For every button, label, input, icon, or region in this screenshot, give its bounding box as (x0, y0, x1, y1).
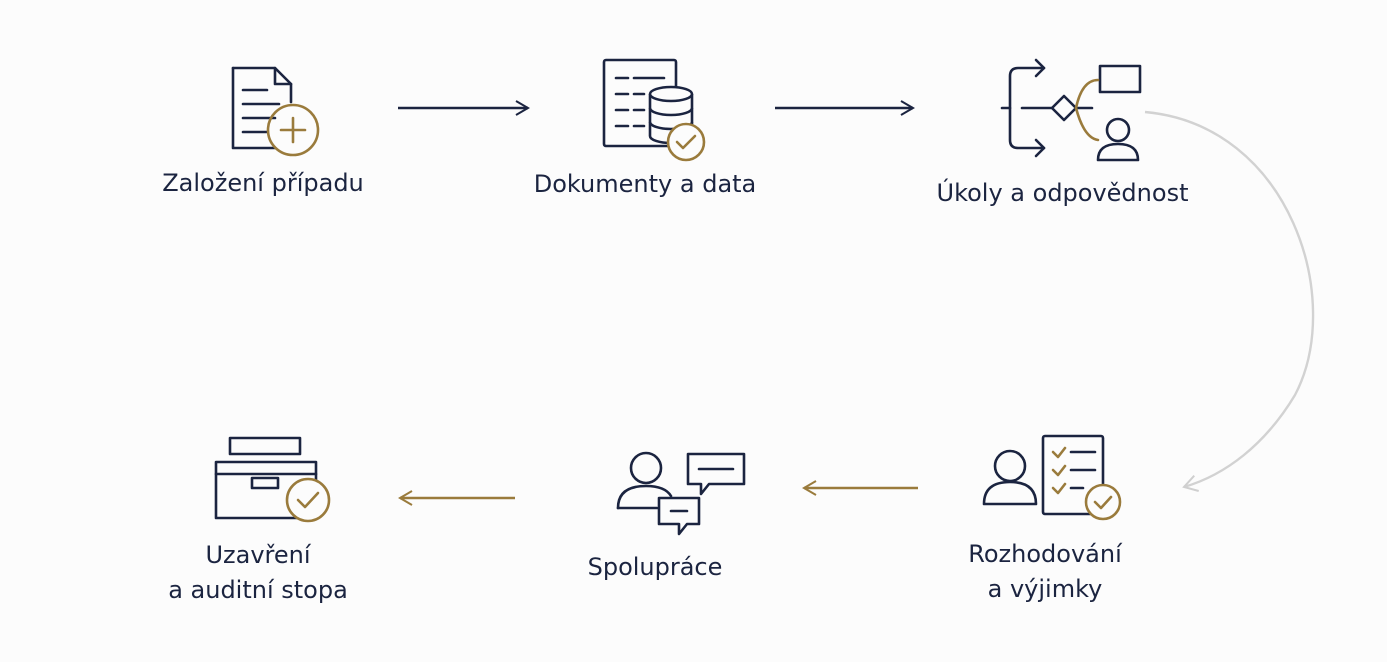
step-label-line: Dokumenty a data (533, 170, 757, 198)
step-tasks-responsibility: Úkoly a odpovědnost (915, 58, 1210, 211)
step-decisions-exceptions: Rozhodování a výjimky (935, 430, 1155, 607)
step-label: Založení případu (118, 166, 408, 201)
arrow-3-to-4-curve (1144, 110, 1315, 492)
people-chat-icon (616, 451, 746, 536)
step-label: Dokumenty a data (500, 167, 790, 202)
step-label-line: Založení případu (162, 169, 364, 197)
person-checklist-check-icon (982, 434, 1122, 521)
step-documents-data: Dokumenty a data (500, 56, 790, 202)
step-label-line: Rozhodování (968, 540, 1122, 568)
step-label-line: Úkoly a odpovědnost (936, 179, 1189, 207)
step-label: Spolupráce (555, 550, 755, 585)
step-closure-audit-trail: Uzavření a auditní stopa (128, 432, 388, 608)
archive-box-check-icon (214, 436, 331, 523)
step-label: Uzavření a auditní stopa (128, 538, 388, 608)
step-label-line: a výjimky (987, 575, 1103, 603)
step-collaboration: Spolupráce (555, 444, 755, 585)
workflow-branch-icon (1000, 58, 1141, 162)
document-database-check-icon (602, 58, 706, 162)
step-label: Rozhodování a výjimky (935, 537, 1155, 607)
step-label-line: Spolupráce (587, 553, 723, 581)
step-label-line: Uzavření (205, 541, 311, 569)
step-label: Úkoly a odpovědnost (915, 176, 1210, 211)
document-plus-icon (231, 66, 320, 157)
step-case-creation: Založení případu (118, 64, 408, 201)
step-label-line: a auditní stopa (168, 576, 348, 604)
